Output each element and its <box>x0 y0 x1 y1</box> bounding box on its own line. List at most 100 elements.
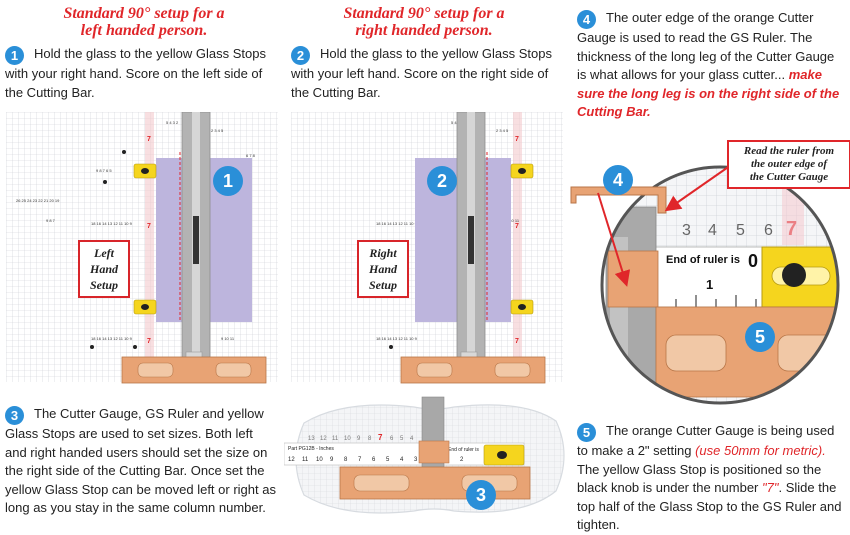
seven-mark: 7 <box>515 223 519 230</box>
gauge-slot <box>665 334 727 372</box>
reference-dot <box>133 345 137 349</box>
callout-line: Read the ruler from <box>743 145 835 157</box>
svg-text:3: 3 <box>682 222 691 239</box>
svg-text:18 16 14 13 12 11 10 9: 18 16 14 13 12 11 10 9 <box>91 221 133 226</box>
ruler-closeup: 13 12 11 10 9 8 7 6 5 4 Part PG12B - Inc… <box>284 396 565 514</box>
seven-mark: 7 <box>515 338 519 345</box>
reference-dot <box>389 345 393 349</box>
setup-label-line: Hand <box>89 262 118 276</box>
right-heading-line1: Standard 90° setup for a <box>343 5 505 22</box>
right-heading-line2: right handed person. <box>355 22 493 39</box>
setup-label-line: Hand <box>368 262 397 276</box>
svg-text:11: 11 <box>332 436 339 442</box>
callout-note: Read the ruler from the outer edge of th… <box>727 140 850 189</box>
right-heading: Standard 90° setup for a right handed pe… <box>290 5 558 39</box>
ruler-end-label: End of ruler is <box>448 447 479 453</box>
step4-emphasis: make sure the long leg is on the right s… <box>577 67 840 119</box>
svg-text:18 16 14 13 12 11 10 9: 18 16 14 13 12 11 10 9 <box>91 336 133 341</box>
callout-line: the Cutter Gauge <box>749 171 829 183</box>
setup-label-line: Setup <box>368 278 397 292</box>
svg-text:9: 9 <box>357 436 361 442</box>
glass-stop-knob <box>782 263 806 287</box>
glass-stop-knob <box>497 451 507 459</box>
svg-text:5: 5 <box>400 436 404 442</box>
svg-text:2: 2 <box>460 457 464 463</box>
svg-text:2 3 4 5: 2 3 4 5 <box>211 128 224 133</box>
step5-body-b: The yellow Glass Stop is positioned so t… <box>577 461 822 496</box>
ruler-ticks <box>675 295 757 307</box>
cutting-bar-label <box>468 216 474 264</box>
gauge-slot <box>416 362 453 378</box>
ruler-one-mark: 1 <box>706 277 713 292</box>
step5-emphasis: (use 50mm for metric). <box>695 443 826 458</box>
svg-text:12: 12 <box>288 457 295 463</box>
marker-1-badge: 1 <box>213 166 243 196</box>
marker-5-badge: 5 <box>745 322 775 352</box>
red-column-stripe <box>513 112 522 382</box>
svg-text:10: 10 <box>344 436 351 442</box>
svg-text:7: 7 <box>358 457 362 463</box>
svg-text:6: 6 <box>372 457 376 463</box>
step1-body: Hold the glass to the yellow Glass Stops… <box>5 46 266 100</box>
seven-mark: 7 <box>147 223 151 230</box>
step5-badge: 5 <box>577 423 596 442</box>
svg-text:6: 6 <box>764 222 773 239</box>
reference-dot <box>122 150 126 154</box>
gauge-slot <box>353 474 410 492</box>
left-heading: Standard 90° setup for a left handed per… <box>10 5 278 39</box>
glass-stop-knob <box>518 304 526 310</box>
marker-2-badge: 2 <box>427 166 457 196</box>
svg-text:6 7 8: 6 7 8 <box>246 153 256 158</box>
step5-quoted: "7" <box>762 480 779 495</box>
cutting-bar-label <box>193 216 199 264</box>
svg-text:9 10 11: 9 10 11 <box>506 218 520 223</box>
svg-text:9 8 7 6 5: 9 8 7 6 5 <box>96 168 112 173</box>
zoom-circle-border <box>600 165 840 405</box>
svg-text:4: 4 <box>410 436 414 442</box>
svg-text:10: 10 <box>316 457 323 463</box>
ruler-end-label: End of ruler is <box>666 254 740 266</box>
marker-4-badge: 4 <box>603 165 633 195</box>
left-hand-setup-label: Left Hand Setup <box>78 240 130 298</box>
left-heading-line1: Standard 90° setup for a <box>63 5 225 22</box>
left-hand-board: 9 8 79 8 7 6 55 4 3 2 2 3 4 56 7 8 18 16… <box>6 112 278 387</box>
setup-label-line: Left <box>94 246 114 260</box>
marker-3-badge: 3 <box>466 480 496 510</box>
setup-label-line: Right <box>369 246 397 260</box>
seven-mark: 7 <box>147 136 151 143</box>
glass-stop-knob <box>518 168 526 174</box>
svg-text:26 25 24 23 22 21 20 19: 26 25 24 23 22 21 20 19 <box>16 198 60 203</box>
pointer-arrow <box>597 192 631 287</box>
gauge-slot <box>137 362 174 378</box>
glass-stop-knob <box>141 168 149 174</box>
svg-text:8: 8 <box>344 457 348 463</box>
svg-text:9 8 7: 9 8 7 <box>46 218 56 223</box>
reference-dot <box>103 180 107 184</box>
svg-text:11: 11 <box>302 457 309 463</box>
svg-text:13: 13 <box>308 436 315 442</box>
gauge-zoom-detail: 3 4 5 6 7 1 End of ruler is 0 <box>570 162 840 405</box>
svg-text:3: 3 <box>414 457 418 463</box>
step2-body: Hold the glass to the yellow Glass Stops… <box>291 46 552 100</box>
svg-text:18 16 14 13 12 11 10 9: 18 16 14 13 12 11 10 9 <box>376 336 418 341</box>
callout-line: the outer edge of <box>750 158 828 170</box>
ruler-end-value: 0 <box>748 251 758 271</box>
cutter-gauge-leg <box>607 250 659 308</box>
reference-dot <box>90 345 94 349</box>
svg-text:9 10 11: 9 10 11 <box>221 336 235 341</box>
glass-stop-knob <box>141 304 149 310</box>
svg-text:5: 5 <box>736 222 745 239</box>
svg-text:8: 8 <box>368 436 372 442</box>
seven-mark: 7 <box>147 338 151 345</box>
top-number-row: 13 12 11 10 9 8 7 6 5 4 <box>308 433 414 442</box>
red-column-stripe <box>145 112 154 382</box>
step3-badge: 3 <box>5 406 24 425</box>
svg-text:9: 9 <box>330 457 334 463</box>
ruler-part-label: Part PG12B - Inches <box>288 446 334 452</box>
svg-text:4: 4 <box>708 222 717 239</box>
svg-text:4: 4 <box>400 457 404 463</box>
step5-body-a: The orange Cutter Gauge is being used to… <box>577 423 835 458</box>
